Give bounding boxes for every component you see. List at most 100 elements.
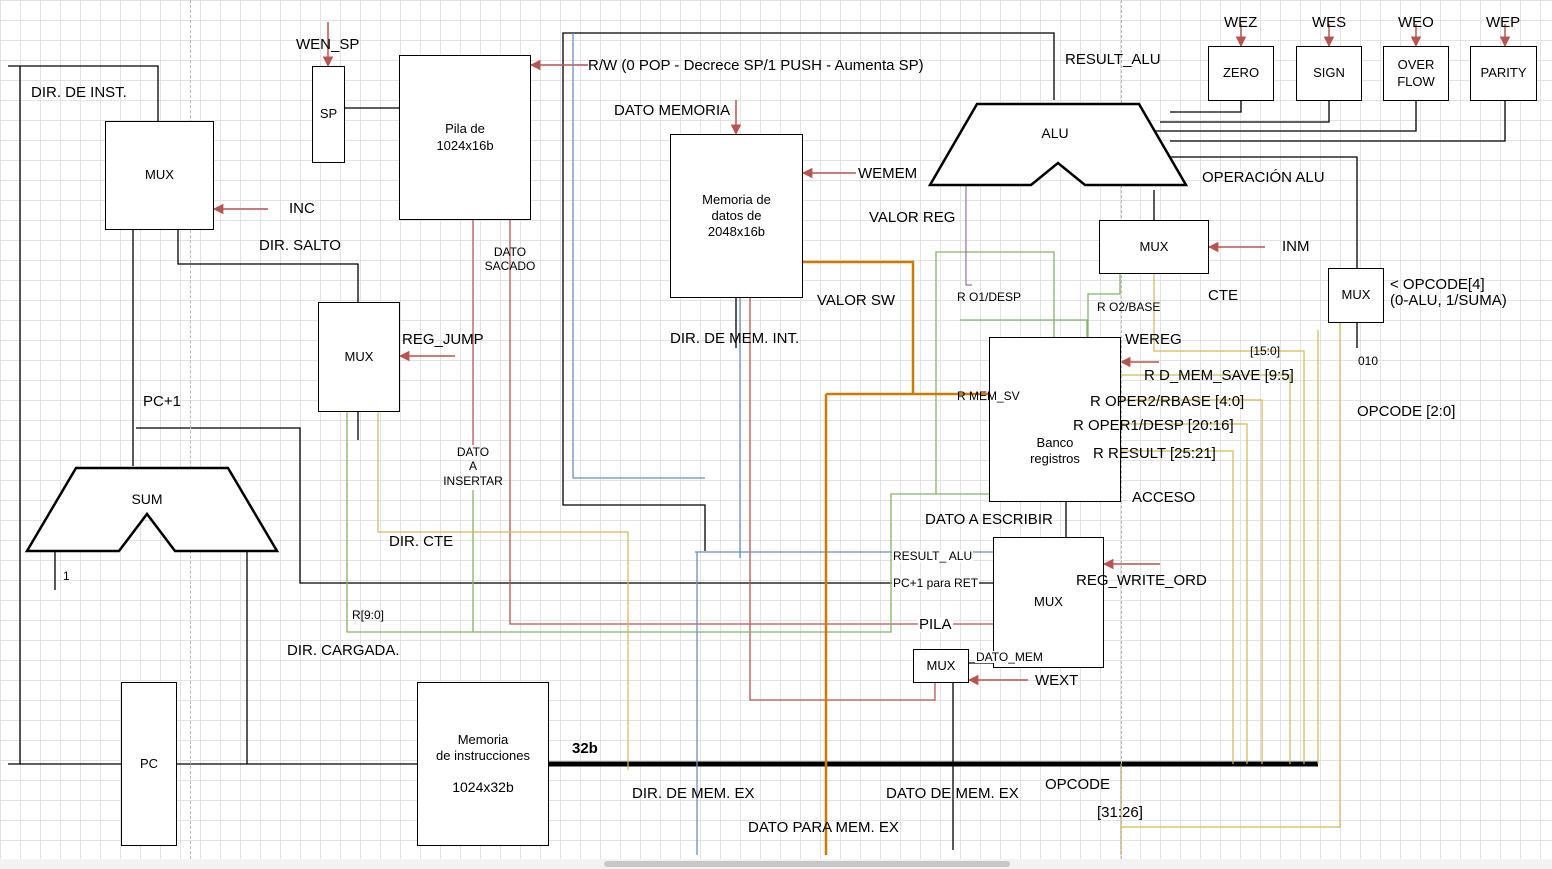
sp-label: SP xyxy=(319,106,338,122)
wire-blue-alu-loop xyxy=(572,33,705,479)
signal-dir-mem-int: DIR. DE MEM. INT. xyxy=(670,330,800,347)
signal-result-alu: RESULT_ALU xyxy=(1065,51,1161,68)
signal-wereg: WEREG xyxy=(1125,331,1182,348)
wire-flags-c xyxy=(1150,101,1417,132)
wire-green-r9 xyxy=(346,412,989,633)
mux-label: MUX xyxy=(1341,287,1371,303)
mux-label: MUX xyxy=(145,167,174,183)
value-010: 010 xyxy=(1358,354,1379,368)
wire-flags-b xyxy=(1160,101,1330,123)
bits-31-26: [31:26] xyxy=(1097,804,1143,821)
bus-width-32b: 32b xyxy=(572,740,598,757)
signal-weo: WEO xyxy=(1398,14,1434,31)
instruction-memory-size: 1024x32b xyxy=(452,778,514,795)
signal-dir-inst: DIR. DE INST. xyxy=(31,84,127,101)
signal-wes: WES xyxy=(1312,14,1347,31)
signal-dato-de-mem-ex: DATO DE MEM. EX xyxy=(886,785,1019,802)
signal-r-o2-base: R O2/BASE xyxy=(1097,300,1161,314)
signal-dato-insertar: DATO A INSERTAR xyxy=(443,445,503,488)
bits-r-9-0: R[9:0] xyxy=(352,608,385,622)
constant-one: 1 xyxy=(63,569,70,583)
wire-flags-a xyxy=(1170,101,1242,113)
signal-r-o1-desp: R O1/DESP xyxy=(957,290,1022,304)
stack-memory: Pila de 1024x16b xyxy=(399,55,531,220)
signal-opcode4: < OPCODE[4] xyxy=(1390,276,1485,293)
data-memory-label: Memoria de datos de 2048x16b xyxy=(702,191,771,240)
flag-overflow: OVER FLOW xyxy=(1383,46,1449,101)
alu-block: ALU xyxy=(927,102,1189,187)
wire-alu-result xyxy=(562,32,1055,551)
flag-label: OVER FLOW xyxy=(1397,57,1435,89)
signal-result-alu-in: RESULT_ ALU xyxy=(892,549,974,563)
scrollbar-thumb[interactable] xyxy=(604,861,1010,867)
sum-block: SUM xyxy=(24,466,280,553)
mux-label: MUX xyxy=(344,348,374,364)
register-bank-label: Banco registros xyxy=(1030,434,1080,466)
signal-inc: INC xyxy=(289,200,315,217)
stack-pointer-register: SP xyxy=(312,66,345,163)
flag-zero: ZERO xyxy=(1208,46,1274,101)
signal-wep: WEP xyxy=(1486,14,1521,31)
signal-valor-reg: VALOR REG xyxy=(869,209,956,226)
signal-dato-mem: DATO_MEM xyxy=(975,650,1044,664)
signal-wext: WEXT xyxy=(1035,672,1079,689)
signal-wemem: WEMEM xyxy=(858,165,918,182)
signal-pc1-ret: PC+1 para RET xyxy=(892,576,980,590)
wire-flags-d xyxy=(1170,101,1506,142)
wire-yellow-mem-save xyxy=(1121,374,1291,764)
wire-green-o2b xyxy=(1087,274,1121,337)
signal-dir-mem-ex: DIR. DE MEM. EX xyxy=(632,785,755,802)
signal-r-d-mem-save: R D_MEM_SAVE [9:5] xyxy=(1144,367,1294,384)
flag-label: ZERO xyxy=(1222,65,1260,81)
mux-instruction-address: MUX xyxy=(105,121,214,230)
alu-label: ALU xyxy=(1041,125,1068,141)
mux-label: MUX xyxy=(1139,238,1169,254)
signal-dato-sacado: DATO SACADO xyxy=(484,245,536,274)
instruction-memory-label: Memoria de instrucciones xyxy=(436,732,530,764)
sum-label: SUM xyxy=(131,491,162,507)
wire-dato-sacado xyxy=(509,220,993,625)
wire-purple-o1 xyxy=(965,186,972,286)
signal-r-mem-sv: R MEM_SV xyxy=(957,389,1020,403)
flag-label: SIGN xyxy=(1313,65,1345,81)
flag-label: PARITY xyxy=(1480,65,1527,81)
signal-pc-plus-1: PC+1 xyxy=(143,393,181,410)
signal-dir-salto: DIR. SALTO xyxy=(259,237,341,254)
pc-label: PC xyxy=(139,755,159,771)
signal-reg-write-ord: REG_WRITE_ORD xyxy=(1076,572,1207,589)
wire-yellow-cte xyxy=(377,412,629,764)
page-guide xyxy=(190,0,191,859)
flag-sign: SIGN xyxy=(1296,46,1362,101)
wire-green-o2 xyxy=(935,251,1055,494)
signal-dato-para-mem-ex: DATO PARA MEM. EX xyxy=(748,819,899,836)
wire-dir-salto xyxy=(177,230,359,302)
flag-parity: PARITY xyxy=(1470,46,1537,101)
mux-jump: MUX xyxy=(318,302,400,412)
signal-wen-sp: WEN_SP xyxy=(296,36,360,53)
signal-wez: WEZ xyxy=(1224,14,1258,31)
mux-wext: MUX xyxy=(913,649,969,683)
signal-dato-escribir: DATO A ESCRIBIR xyxy=(925,511,1053,528)
wire-data-to-wext xyxy=(749,298,936,701)
signal-operacion-alu: OPERACIÓN ALU xyxy=(1202,169,1325,186)
signal-dir-cte: DIR. CTE xyxy=(389,533,454,550)
wire-yellow-result xyxy=(1121,450,1234,764)
signal-r-oper1: R OPER1/DESP [20:16] xyxy=(1073,417,1234,434)
data-memory: Memoria de datos de 2048x16b xyxy=(670,134,803,298)
wire-op-alu xyxy=(1168,156,1358,268)
wire-yellow-opcode-mux xyxy=(1121,323,1341,828)
mux-immediate: MUX xyxy=(1099,220,1209,274)
wire-yellow-15-0 xyxy=(1153,274,1305,764)
signal-inm: INM xyxy=(1282,238,1310,255)
signal-reg-jump: REG_JUMP xyxy=(402,331,484,348)
mux-label: MUX xyxy=(926,657,956,673)
bits-15-0: [15:0] xyxy=(1250,344,1281,358)
signal-cte: CTE xyxy=(1208,287,1238,304)
program-counter: PC xyxy=(121,682,177,846)
instruction-memory: Memoria de instrucciones 1024x32b xyxy=(417,682,549,846)
wire-yellow-oper2 xyxy=(1121,399,1263,764)
page-guide xyxy=(1121,0,1122,859)
mux-write: MUX xyxy=(993,537,1104,668)
wire-orange-sw xyxy=(803,260,915,394)
